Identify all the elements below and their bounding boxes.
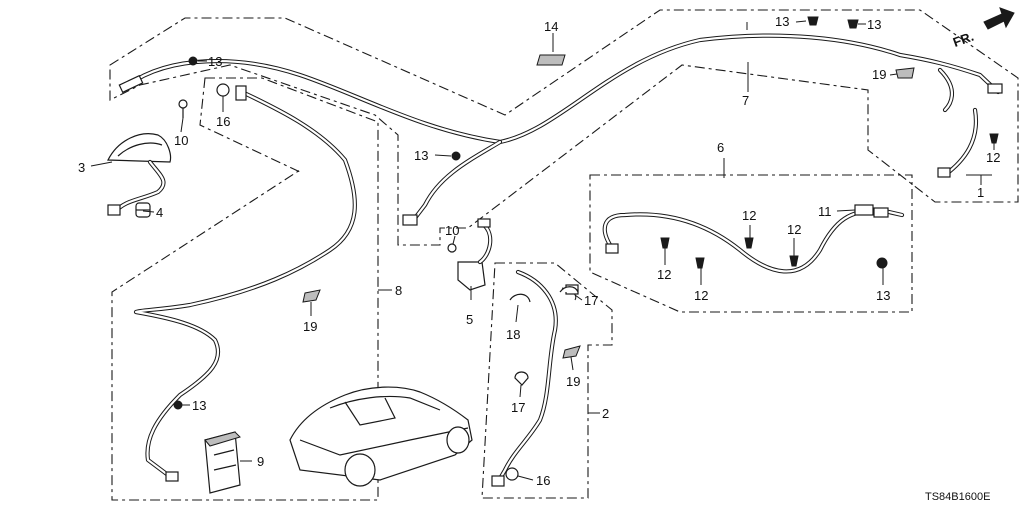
callout-14: 14	[544, 19, 558, 34]
callout-19-b: 19	[303, 319, 317, 334]
part-3-roof-antenna	[107, 133, 172, 216]
callout-1: 1	[977, 185, 984, 200]
part-4-grommet	[135, 202, 151, 218]
callout-13-a: 13	[208, 54, 222, 69]
vehicle-illustration	[289, 386, 473, 487]
part-14-pad	[536, 54, 566, 66]
callout-7: 7	[742, 93, 749, 108]
callout-17-a: 17	[584, 293, 598, 308]
callout-6: 6	[717, 140, 724, 155]
callout-5: 5	[466, 312, 473, 327]
front-direction-indicator: FR.	[951, 7, 1015, 50]
callout-10-b: 10	[445, 223, 459, 238]
callout-18: 18	[506, 327, 520, 342]
callout-4: 4	[156, 205, 163, 220]
callout-16-a: 16	[216, 114, 230, 129]
callout-10-a: 10	[174, 133, 188, 148]
group-outline-8	[111, 77, 379, 501]
callout-19-a: 19	[872, 67, 886, 82]
callout-13-b: 13	[414, 148, 428, 163]
callout-3: 3	[78, 160, 85, 175]
group-outline-2	[481, 262, 613, 499]
part-6-rear-cable	[602, 204, 905, 274]
callout-12-d: 12	[742, 208, 756, 223]
callout-9: 9	[257, 454, 264, 469]
callout-13-c: 13	[775, 14, 789, 29]
callout-13-e: 13	[876, 288, 890, 303]
callout-11: 11	[818, 204, 832, 219]
callout-17-b: 17	[511, 400, 525, 415]
leader-lines	[90, 20, 995, 481]
part-8-side-cable	[133, 85, 357, 482]
callout-8: 8	[395, 283, 402, 298]
callout-13-d: 13	[867, 17, 881, 32]
group-outline-6	[589, 174, 913, 313]
part-9-module	[204, 431, 241, 494]
callout-13-f: 13	[192, 398, 206, 413]
callout-16-b: 16	[536, 473, 550, 488]
callout-19-c: 19	[566, 374, 580, 389]
callout-12-a: 12	[986, 150, 1000, 165]
callout-2: 2	[602, 406, 609, 421]
direction-label: FR.	[951, 29, 976, 50]
callout-12-b: 12	[657, 267, 671, 282]
callout-numbers: 3 4 13 10 16 13 10 5 14 7 13 13 19 12 1 …	[78, 14, 1000, 488]
callout-12-c: 12	[694, 288, 708, 303]
part-7-antenna-cable	[118, 33, 1003, 226]
fastener-clips	[173, 16, 999, 481]
diagram-code: TS84B1600E	[925, 491, 990, 503]
part-5-bracket	[457, 218, 493, 291]
group-outline-7	[109, 9, 1019, 246]
callout-12-e: 12	[787, 222, 801, 237]
